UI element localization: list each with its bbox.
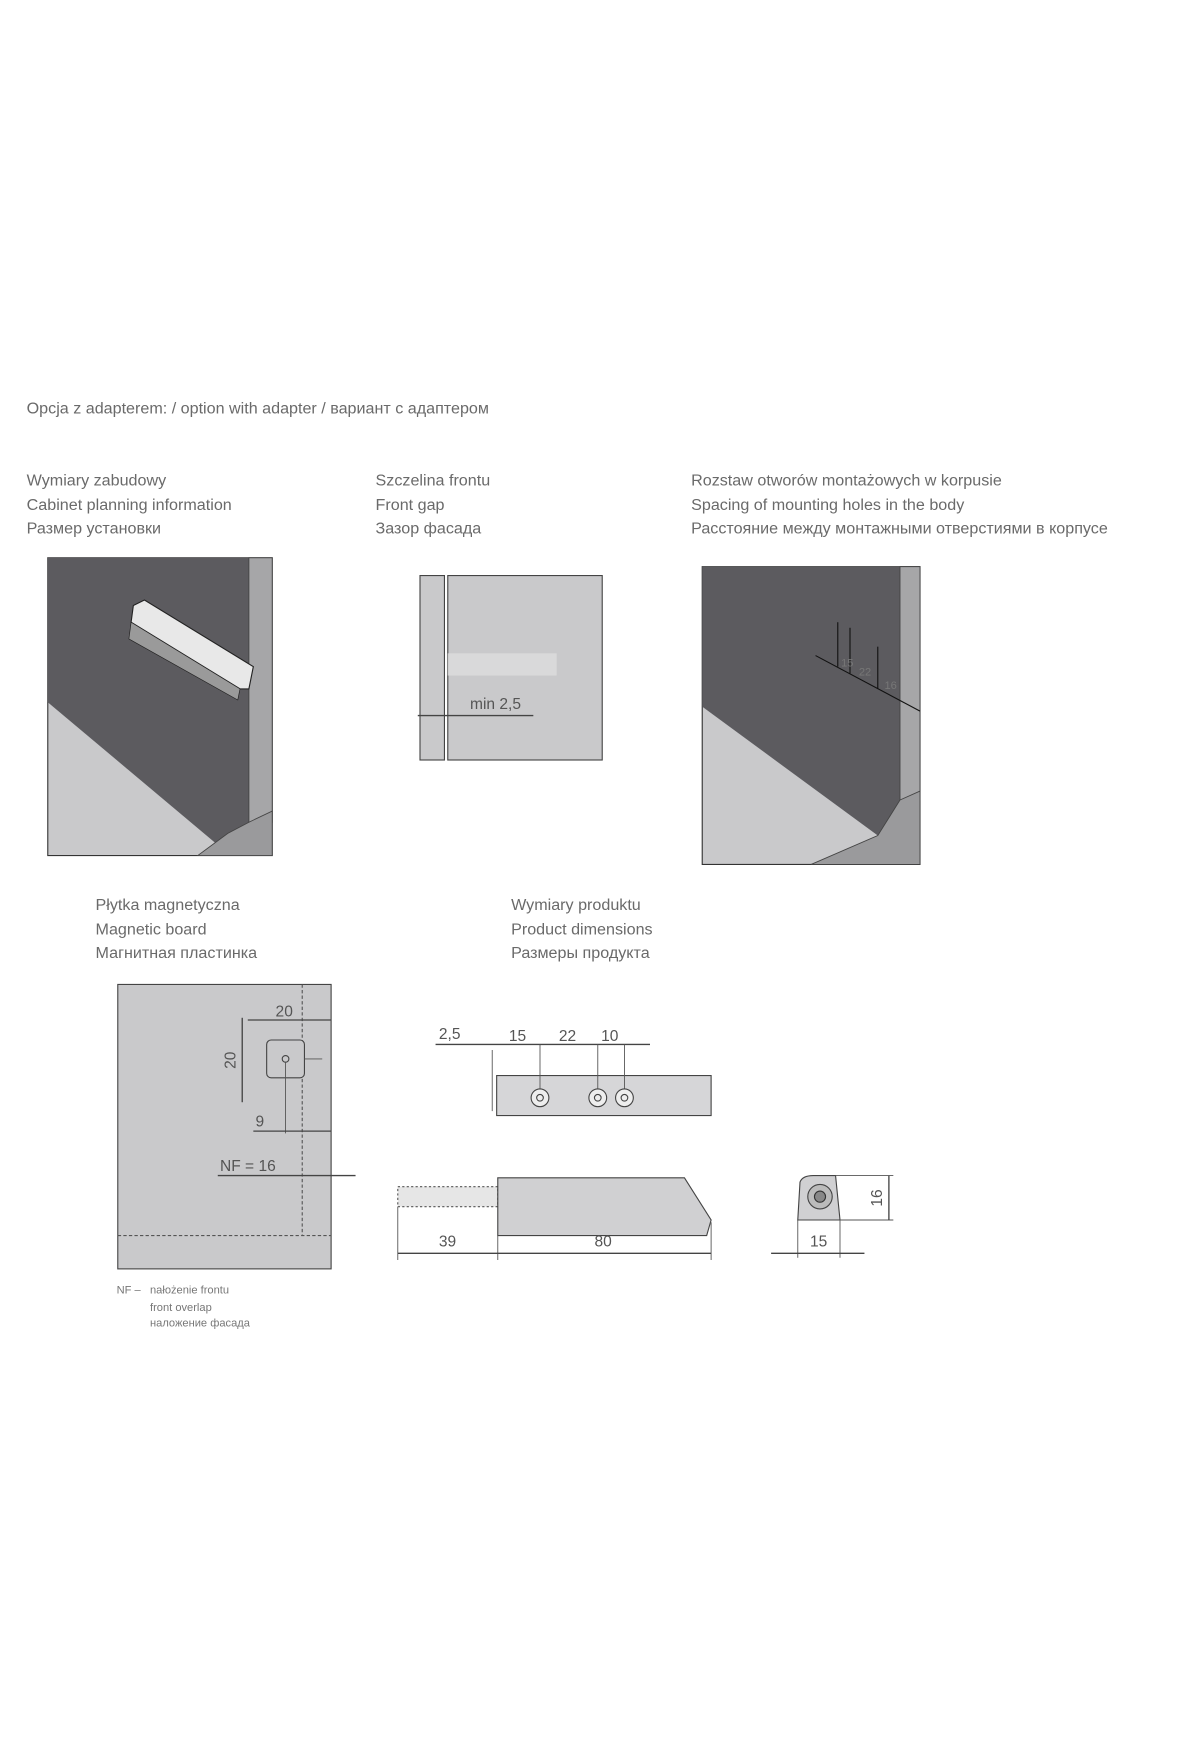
- page-title: Opcja z adapterem: / option with adapter…: [27, 399, 489, 417]
- gap-heading-en: Front gap: [376, 496, 445, 514]
- note-pl: nałożenie frontu: [150, 1284, 229, 1296]
- cabinet-heading-pl: Wymiary zabudowy: [27, 472, 167, 490]
- note-ru: наложение фасада: [150, 1318, 251, 1330]
- hole-dim-2: 22: [859, 667, 871, 679]
- side-dim-80: 80: [594, 1234, 612, 1251]
- cabinet-illustration: [47, 557, 273, 857]
- holes-heading-en: Spacing of mounting holes in the body: [691, 496, 965, 514]
- end-dim-16: 16: [869, 1189, 886, 1206]
- hole-dim-1: 15: [841, 658, 853, 670]
- board-height-dim: 20: [223, 1051, 240, 1069]
- product-heading-pl: Wymiary produktu: [511, 896, 641, 914]
- note-key: NF –: [117, 1284, 142, 1296]
- product-top-view: 2,5 15 22 10: [435, 1026, 712, 1117]
- hole-dim-3: 16: [884, 680, 896, 692]
- top-dim-22: 22: [559, 1028, 576, 1045]
- holes-heading-ru: Расстояние между монтажными отверстиями …: [691, 519, 1108, 537]
- product-heading-ru: Размеры продукта: [511, 944, 650, 962]
- gap-heading-pl: Szczelina frontu: [376, 472, 491, 490]
- front-gap-illustration: min 2,5: [417, 575, 603, 761]
- board-offset-dim: 9: [256, 1114, 265, 1131]
- board-nf-dim: NF = 16: [220, 1158, 276, 1175]
- end-dim-15: 15: [810, 1234, 827, 1251]
- product-heading-en: Product dimensions: [511, 920, 652, 938]
- holes-heading-pl: Rozstaw otworów montażowych w korpusie: [691, 472, 1002, 490]
- top-dim-2-5: 2,5: [439, 1026, 461, 1043]
- product-end-view: 16 15: [771, 1175, 894, 1258]
- gap-heading-ru: Зазор фасада: [376, 519, 482, 537]
- magnetic-heading-ru: Магнитная пластинка: [96, 944, 258, 962]
- magnetic-board-illustration: 20 20 9 NF = 16: [117, 983, 356, 1270]
- cabinet-heading-en: Cabinet planning information: [27, 496, 232, 514]
- top-dim-10: 10: [601, 1028, 619, 1045]
- mounting-holes-illustration: 15 22 16: [701, 566, 921, 865]
- top-dim-15: 15: [509, 1028, 526, 1045]
- note-en: front overlap: [150, 1302, 212, 1314]
- magnetic-heading-pl: Płytka magnetyczna: [96, 896, 240, 914]
- gap-dimension: min 2,5: [470, 696, 521, 713]
- cabinet-heading-ru: Размер установки: [27, 519, 161, 537]
- magnetic-heading-en: Magnetic board: [96, 920, 207, 938]
- product-side-view: 39 80: [397, 1177, 712, 1260]
- side-dim-39: 39: [439, 1234, 456, 1251]
- board-width-dim: 20: [276, 1004, 294, 1021]
